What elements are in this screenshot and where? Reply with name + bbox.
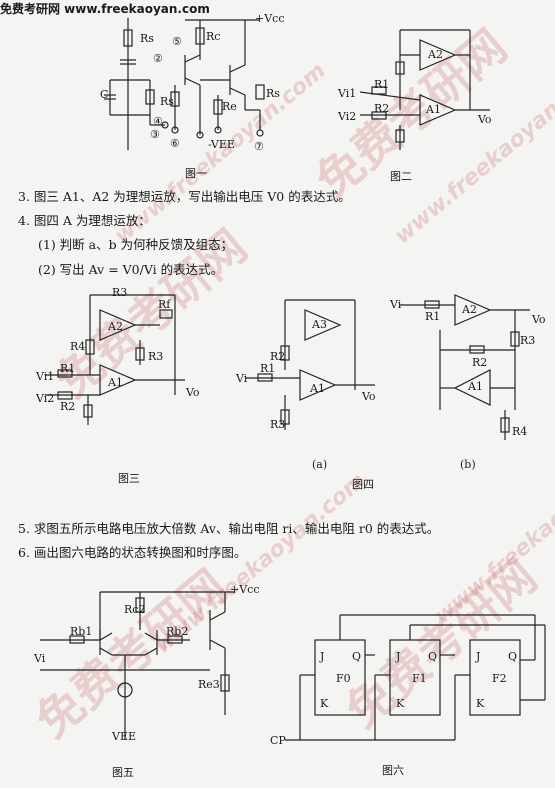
label-rs: Rs	[140, 32, 154, 45]
label-vo: Vo	[478, 113, 492, 126]
label-r2: R2	[374, 102, 390, 115]
label-r3-fig4a: R3	[270, 418, 286, 431]
label-vee: -VEE	[208, 138, 235, 151]
label-r3-fig3: R3	[148, 350, 164, 363]
label-vo-fig4a: Vo	[362, 390, 376, 403]
question-4: 4. 图四 A 为理想运放：	[18, 213, 151, 228]
label-a-fig4a-top: A3	[312, 318, 327, 331]
label-q0: Q	[352, 650, 362, 663]
fig5-caption: 图五	[112, 766, 134, 779]
label-vcc: +Vcc	[255, 12, 285, 25]
label-q2: Q	[508, 650, 518, 663]
label-vi2: Vi2	[338, 110, 357, 123]
node-6: ⑥	[170, 137, 180, 150]
node-4: ④	[153, 115, 163, 128]
label-rc2: Rc2	[124, 603, 146, 616]
label-r3-fig4b: R3	[520, 334, 536, 347]
label-rb2: Rb2	[166, 625, 189, 638]
label-rf: Rf	[158, 298, 171, 311]
label-cp: CP	[270, 734, 286, 747]
fig2-caption: 图二	[390, 170, 412, 183]
question-6: 6. 画出图六电路的状态转换图和时序图。	[18, 545, 247, 560]
label-vi1: Vi1	[338, 87, 357, 100]
label-j1: J	[396, 650, 401, 663]
label-r3: R3	[112, 286, 128, 299]
label-a2: A2	[428, 48, 443, 61]
label-vo-fig4b: Vo	[532, 313, 546, 326]
fig4-caption: 图四	[352, 478, 374, 491]
fig4b-caption: (b)	[460, 458, 476, 471]
label-k1: K	[396, 697, 405, 710]
site-header: 免费考研网 www.freekaoyan.com	[0, 2, 210, 16]
fig4a-caption: (a)	[312, 458, 328, 471]
fig3-caption: 图三	[118, 472, 140, 485]
label-r1-fig3: R1	[60, 362, 76, 375]
node-3: ③	[150, 128, 160, 141]
label-r1-fig4b: R1	[425, 310, 441, 323]
label-vi-fig4b: Vi	[390, 298, 402, 311]
label-rs-3: Rs	[266, 87, 280, 100]
label-r2-fig4a: R2	[270, 350, 286, 363]
label-c: C	[100, 88, 109, 101]
label-vo-fig3: Vo	[186, 386, 200, 399]
label-a1-fig4a: A1	[310, 382, 325, 395]
label-r4: R4	[70, 340, 86, 353]
label-rc: Rc	[206, 30, 221, 43]
question-4-1: (1) 判断 a、b 为何种反馈及组态；	[38, 237, 234, 252]
label-rb1: Rb1	[70, 625, 93, 638]
label-a1-fig3: A1	[108, 376, 123, 389]
label-f0: F0	[336, 672, 351, 685]
label-vi-fig4a: Vi	[236, 372, 248, 385]
label-a1-fig4b: A1	[468, 380, 483, 393]
label-r1: R1	[374, 78, 390, 91]
node-5: ⑤	[172, 35, 182, 48]
question-5: 5. 求图五所示电路电压放大倍数 Av、输出电阻 ri、输出电阻 r0 的表达式…	[18, 521, 440, 536]
fig1-caption: 图一	[185, 167, 207, 180]
question-4-2: (2) 写出 Av = V0/Vi 的表达式。	[38, 262, 224, 277]
label-vcc-fig5: +Vcc	[230, 583, 260, 596]
label-vee-fig5: VEE	[112, 730, 137, 743]
node-7: ⑦	[254, 140, 264, 153]
fig6-caption: 图六	[382, 764, 404, 777]
label-j2: J	[476, 650, 481, 663]
label-a2-fig4b: A2	[462, 303, 477, 316]
label-rs-2: Rs	[160, 95, 174, 108]
node-2: ②	[153, 52, 163, 65]
label-r2-fig4b: R2	[472, 356, 488, 369]
label-k2: K	[476, 697, 485, 710]
label-vi2-fig3: Vi2	[36, 392, 55, 405]
label-a1: A1	[426, 103, 441, 116]
label-vi1-fig3: Vi1	[36, 370, 55, 383]
label-re: Re	[222, 100, 237, 113]
label-f1: F1	[412, 672, 427, 685]
label-q1: Q	[428, 650, 438, 663]
label-r4-fig4b: R4	[512, 425, 528, 438]
label-a2-fig3: A2	[108, 320, 123, 333]
label-r1-fig4a: R1	[260, 362, 276, 375]
label-j0: J	[320, 650, 325, 663]
label-r2-fig3: R2	[60, 400, 76, 413]
question-3: 3. 图三 A1、A2 为理想运放，写出输出电压 V0 的表达式。	[18, 189, 351, 204]
label-f2: F2	[492, 672, 507, 685]
label-vi-fig5: Vi	[34, 652, 46, 665]
label-k0: K	[320, 697, 329, 710]
label-re3: Re3	[198, 678, 220, 691]
